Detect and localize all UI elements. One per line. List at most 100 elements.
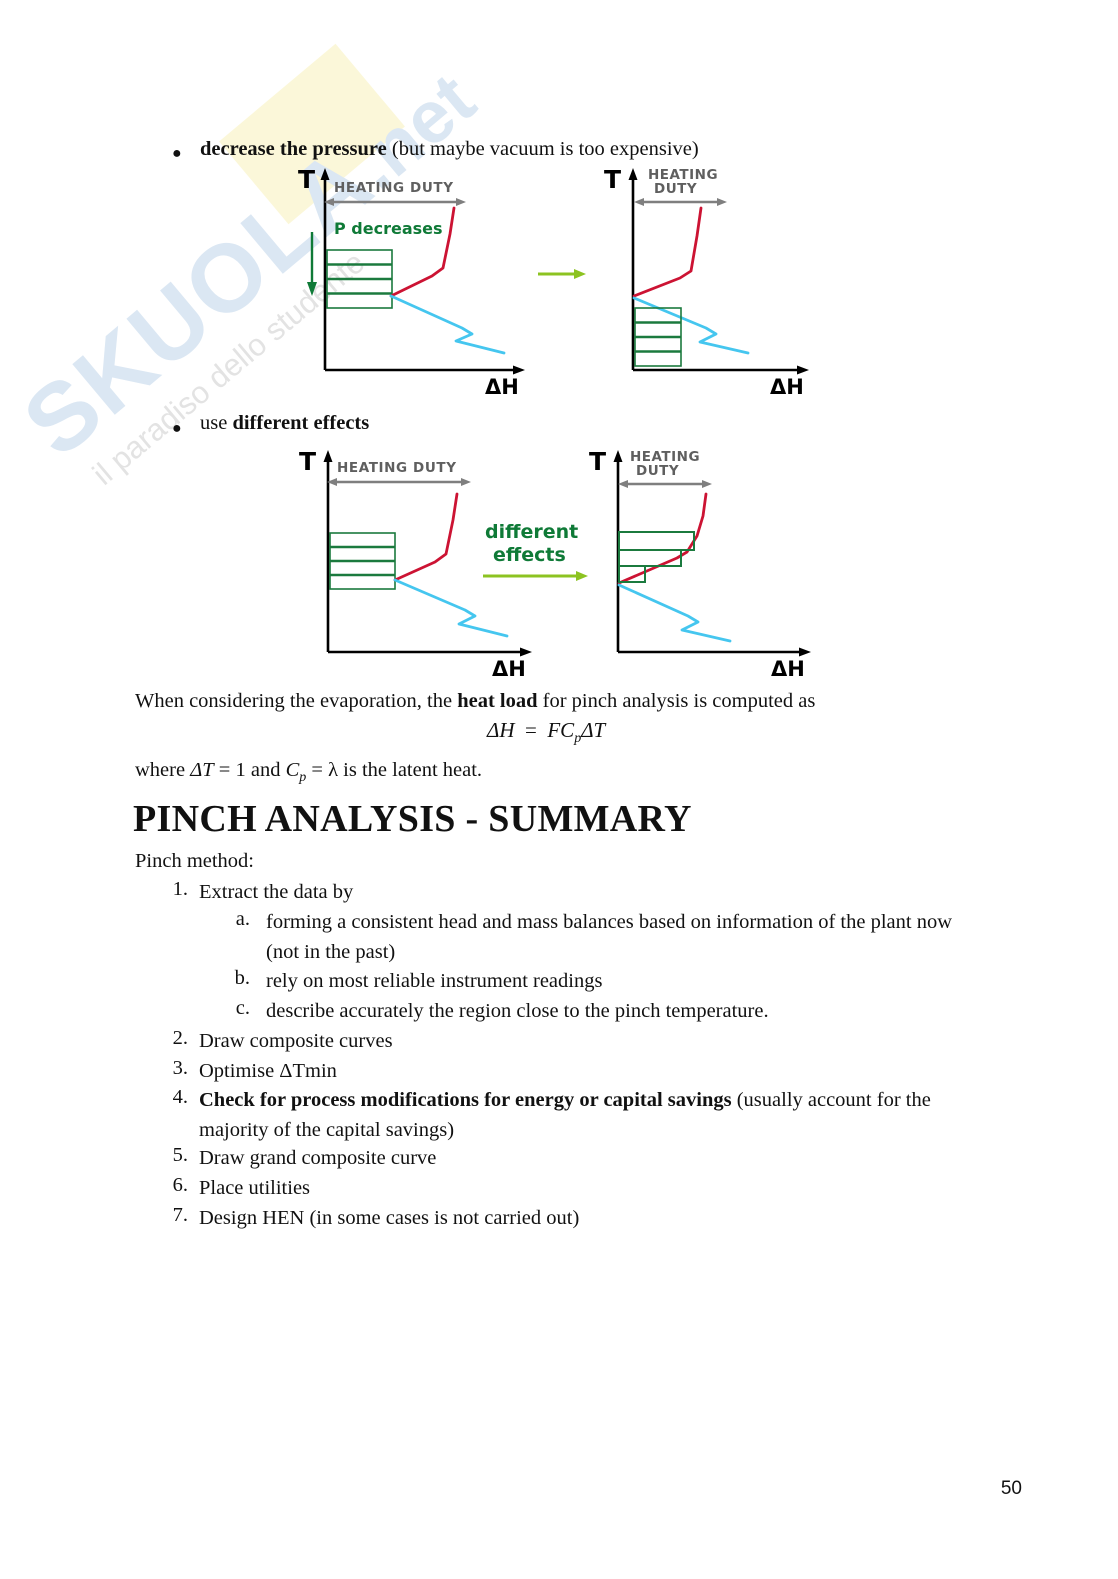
- where-clause: where ΔT = 1 and Cp = λ is the latent he…: [135, 757, 482, 787]
- p-decreases-annotation: P decreases: [334, 219, 443, 238]
- list-marker-6: 6.: [172, 1174, 188, 1196]
- hot-composite-curve: [617, 492, 708, 585]
- where-pre: where: [135, 759, 191, 781]
- list-item-4-text: (usually account for the majority of the…: [199, 1089, 931, 1141]
- duty-arrow-right: [456, 198, 466, 206]
- duty-arrow-left: [618, 480, 628, 488]
- list-item-3-subscript: min: [305, 1060, 337, 1082]
- formula-eq: =: [525, 718, 537, 742]
- list-item-5: Draw grand composite curve: [199, 1144, 989, 1174]
- formula-rhs-tail: ΔT: [581, 718, 606, 742]
- list-item-6-text: Place utilities: [199, 1177, 311, 1199]
- intro-bold: heat load: [457, 690, 538, 712]
- where-mid2: =: [306, 759, 329, 781]
- bullet-1-tail: (but maybe vacuum is too expensive): [386, 138, 699, 160]
- heating-duty-label-line1: HEATING: [648, 167, 718, 183]
- bullet-decrease-pressure: decrease the pressure (but maybe vacuum …: [200, 137, 699, 163]
- cold-composite-curve: [632, 296, 750, 355]
- x-axis-label: ΔH: [770, 375, 804, 399]
- where-post: is the latent heat.: [338, 759, 483, 781]
- figure-1-left-chart: T ΔH HEATING DUTY P decreases: [298, 165, 525, 399]
- different-effects-label-line1: different: [485, 521, 578, 543]
- hot-composite-curve: [393, 492, 459, 582]
- list-marker-4: 4.: [172, 1086, 188, 1108]
- list-marker-5: 5.: [172, 1144, 188, 1166]
- duty-arrow-right: [461, 478, 471, 486]
- sublist-item-1b-text: rely on most reliable instrument reading…: [266, 970, 603, 992]
- y-axis-label: T: [604, 165, 621, 194]
- list-item-6: Place utilities: [199, 1174, 989, 1204]
- list-marker-3: 3.: [172, 1057, 188, 1079]
- duty-arrow-left: [634, 198, 644, 206]
- where-cp-subscript: p: [299, 770, 307, 786]
- transition-annotation: different effects: [483, 521, 588, 581]
- sublist-item-1c: describe accurately the region close to …: [266, 997, 978, 1027]
- list-item-7: Design HEN (in some cases is not carried…: [199, 1204, 989, 1234]
- utility-box-stack: [329, 532, 396, 590]
- y-axis-label: T: [299, 447, 316, 476]
- sublist-item-1a: forming a consistent head and mass balan…: [266, 908, 978, 967]
- sublist-item-1a-text: forming a consistent head and mass balan…: [266, 911, 952, 963]
- list-item-5-text: Draw grand composite curve: [199, 1147, 437, 1169]
- cold-composite-curve: [393, 578, 509, 638]
- figure-2-right-chart: T ΔH HEATING DUTY: [589, 447, 811, 681]
- bullet-1-lead: decrease the pressure: [200, 138, 387, 160]
- list-item-3-text: Optimise ΔT: [199, 1060, 305, 1082]
- transition-arrow-head: [576, 571, 588, 581]
- duty-arrow-left: [327, 478, 337, 486]
- y-axis-label: T: [589, 447, 606, 476]
- heating-duty-label-line2: DUTY: [636, 463, 679, 479]
- sublist-item-1c-text: describe accurately the region close to …: [266, 1000, 769, 1022]
- page-title: PINCH ANALYSIS - SUMMARY: [133, 798, 692, 840]
- heating-duty-label: HEATING DUTY: [337, 460, 457, 476]
- figure-2-left-chart: T ΔH HEATING DUTY: [299, 447, 532, 681]
- where-lambda: λ: [328, 759, 339, 781]
- cold-composite-curve: [389, 294, 506, 355]
- y-axis-arrowhead: [628, 168, 638, 180]
- x-axis-arrowhead: [513, 365, 525, 375]
- x-axis-label: ΔH: [485, 375, 519, 399]
- intro-pre: When considering the evaporation, the: [135, 690, 458, 712]
- figure-1-svg: T ΔH HEATING DUTY P decreases: [298, 165, 809, 399]
- hot-composite-curve: [389, 206, 456, 298]
- formula-rhs-main: FC: [547, 718, 575, 742]
- formula-rhs-subscript: p: [574, 731, 582, 747]
- utility-box-stack: [634, 307, 682, 367]
- list-item-2: Draw composite curves: [199, 1027, 989, 1057]
- pinch-method-intro: Pinch method:: [135, 850, 255, 872]
- pressure-down-arrow-head: [307, 282, 317, 296]
- list-item-1-text: Extract the data by: [199, 881, 354, 903]
- sublist-marker-1a: a.: [235, 908, 250, 930]
- bullet-marker-1: ●: [172, 145, 182, 162]
- hot-composite-curve: [632, 206, 703, 298]
- list-marker-1: 1.: [172, 878, 188, 900]
- cold-composite-curve: [617, 583, 732, 643]
- heating-duty-label-line1: HEATING: [630, 449, 700, 465]
- list-item-4-bold: Check for process modifications for ener…: [199, 1089, 732, 1111]
- list-item-4: Check for process modifications for ener…: [199, 1086, 987, 1145]
- list-item-1: Extract the data by: [199, 878, 989, 908]
- pressure-decrease-figure: T ΔH HEATING DUTY P decreases: [280, 162, 820, 402]
- heat-load-formula: ΔH = FCpΔT: [487, 718, 605, 747]
- duty-arrow-right: [717, 198, 727, 206]
- x-axis-label: ΔH: [771, 657, 805, 681]
- figure-2-svg: T ΔH HEATING DUTY: [299, 447, 811, 681]
- x-axis-arrowhead: [520, 647, 532, 657]
- list-marker-2: 2.: [172, 1027, 188, 1049]
- y-axis-arrowhead: [320, 168, 330, 180]
- bullet-marker-2: ●: [172, 420, 182, 437]
- formula-lhs: ΔH: [487, 718, 515, 742]
- duty-arrow-right: [702, 480, 712, 488]
- sublist-item-1b: rely on most reliable instrument reading…: [266, 967, 978, 997]
- bullet-different-effects: use different effects: [200, 411, 369, 437]
- different-effects-figure: T ΔH HEATING DUTY: [285, 440, 825, 681]
- where-delta-t: ΔT: [190, 759, 214, 781]
- x-axis-label: ΔH: [492, 657, 526, 681]
- list-item-2-text: Draw composite curves: [199, 1030, 393, 1052]
- bullet-2-lead: different effects: [232, 412, 370, 434]
- y-axis-label: T: [298, 165, 315, 194]
- x-axis-arrowhead: [797, 365, 809, 375]
- intro-post: for pinch analysis is computed as: [537, 690, 816, 712]
- page-number: 50: [1000, 1478, 1022, 1499]
- list-marker-7: 7.: [172, 1204, 188, 1226]
